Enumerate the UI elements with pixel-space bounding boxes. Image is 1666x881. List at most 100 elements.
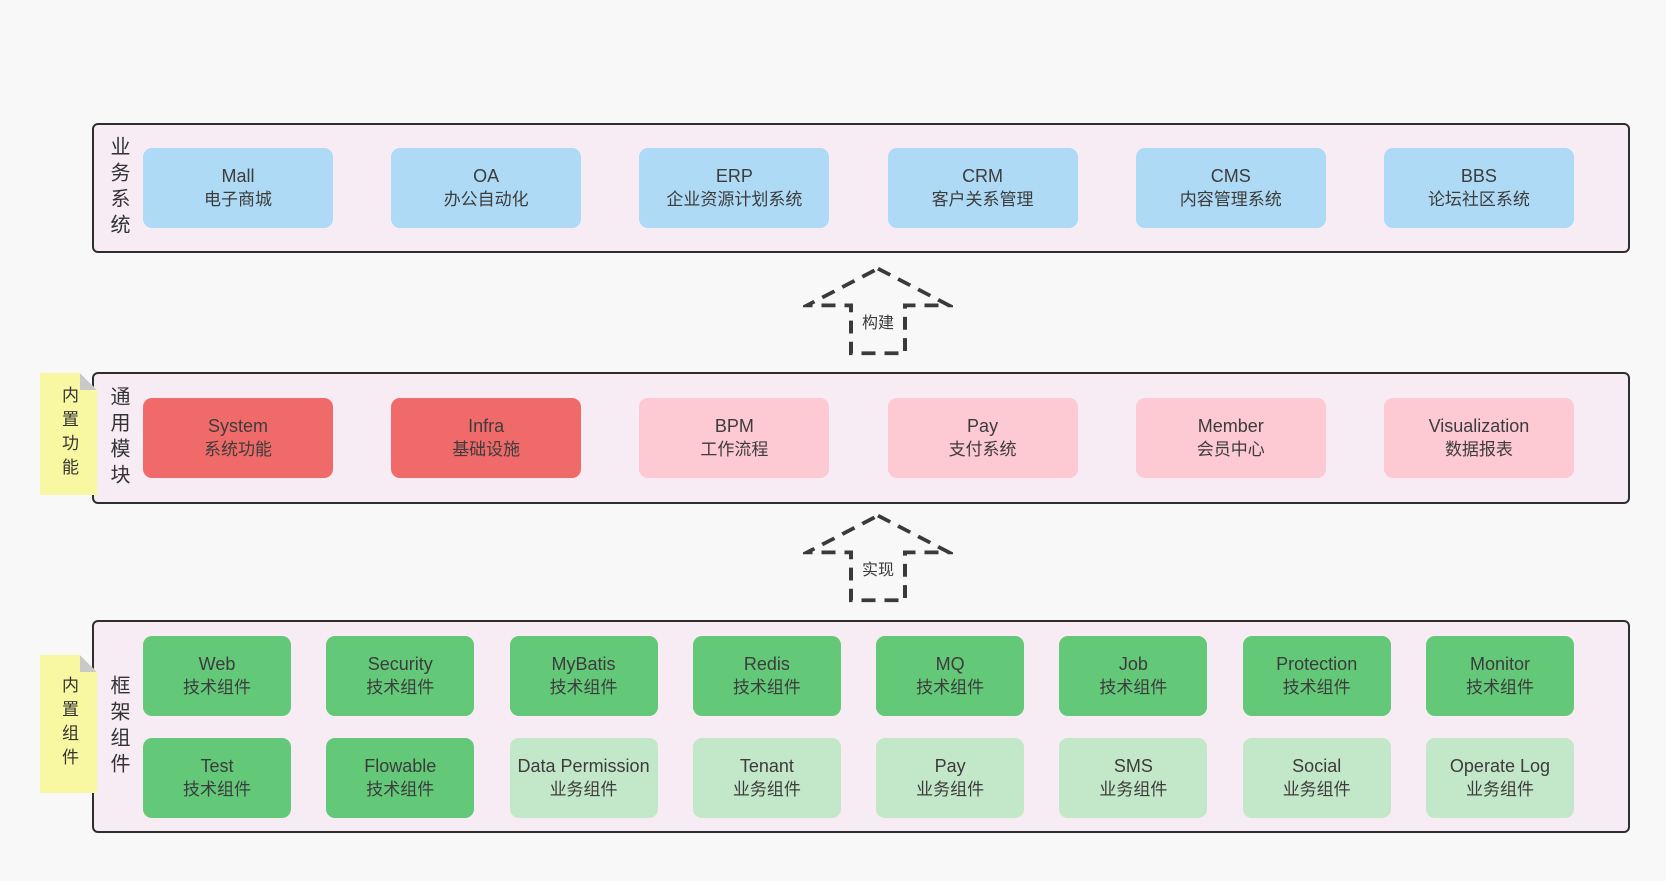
box-subtitle: 业务组件 bbox=[732, 779, 801, 799]
box-row: Mall 电子商城 OA 办公自动化 ERP 企业资源计划系统 CRM 客户关系管理 CMS 内容… bbox=[143, 148, 1574, 228]
box-title: CMS bbox=[1210, 166, 1251, 186]
box-security: Security 技术组件 bbox=[326, 635, 475, 716]
box-title: BBS bbox=[1460, 166, 1497, 186]
box-title: Tenant bbox=[739, 755, 794, 776]
box-cms: CMS 内容管理系统 bbox=[1135, 148, 1326, 228]
box-subtitle: 业务组件 bbox=[1099, 779, 1168, 799]
box-title: Monitor bbox=[1469, 653, 1530, 674]
band-boxes-common-modules: System 系统功能 Infra 基础设施 BPM 工作流程 Pay 支付系统 Member 会… bbox=[143, 374, 1628, 502]
box-subtitle: 内容管理系统 bbox=[1179, 190, 1282, 209]
box-oa: OA 办公自动化 bbox=[391, 148, 582, 228]
box-subtitle: 会员中心 bbox=[1196, 440, 1265, 459]
box-subtitle: 技术组件 bbox=[183, 677, 251, 697]
arrow-implement: 实现 bbox=[803, 511, 953, 603]
box-title: System bbox=[207, 416, 268, 436]
box-title: SMS bbox=[1113, 755, 1153, 776]
sticky-note-builtin-components: 内置组件 bbox=[40, 655, 97, 793]
box-mall: Mall 电子商城 bbox=[143, 148, 333, 228]
box-bpm: BPM 工作流程 bbox=[639, 398, 830, 478]
box-web: Web 技术组件 bbox=[143, 635, 291, 716]
box-subtitle: 客户关系管理 bbox=[931, 190, 1034, 209]
box-subtitle: 企业资源计划系统 bbox=[666, 190, 803, 209]
box-subtitle: 电子商城 bbox=[204, 190, 272, 209]
box-subtitle: 技术组件 bbox=[916, 677, 985, 697]
box-subtitle: 业务组件 bbox=[549, 779, 618, 799]
box-title: Redis bbox=[743, 653, 790, 674]
band-label-common-modules: 通用模块 bbox=[107, 386, 129, 490]
box-subtitle: 技术组件 bbox=[549, 677, 618, 697]
box-row: System 系统功能 Infra 基础设施 BPM 工作流程 Pay 支付系统 Member 会… bbox=[143, 398, 1574, 478]
band-common-modules: 通用模块 System 系统功能 Infra 基础设施 BPM 工作流程 Pay 支付系统 Me… bbox=[92, 372, 1630, 504]
box-subtitle: 技术组件 bbox=[732, 677, 801, 697]
box-tenant: Tenant 业务组件 bbox=[692, 737, 841, 818]
box-title: Security bbox=[367, 653, 433, 674]
box-title: ERP bbox=[715, 166, 753, 186]
box-test: Test 技术组件 bbox=[143, 737, 291, 818]
band-business-systems: 业务系统 Mall 电子商城 OA 办公自动化 ERP 企业资源计划系统 CRM 客户关系管理… bbox=[92, 123, 1630, 253]
box-subtitle: 办公自动化 bbox=[443, 190, 529, 209]
box-subtitle: 技术组件 bbox=[366, 677, 435, 697]
box-title: Test bbox=[200, 755, 234, 776]
arrow-implement-label: 实现 bbox=[858, 555, 898, 581]
box-job: Job 技术组件 bbox=[1059, 635, 1208, 716]
box-title: Data Permission bbox=[517, 755, 650, 776]
arrow-build: 构建 bbox=[803, 264, 953, 356]
sticky-note-builtin-features-label: 内置功能 bbox=[59, 386, 78, 482]
box-subtitle: 系统功能 bbox=[204, 440, 272, 459]
box-mq: MQ 技术组件 bbox=[876, 635, 1025, 716]
box-subtitle: 技术组件 bbox=[1282, 677, 1351, 697]
box-erp: ERP 企业资源计划系统 bbox=[639, 148, 830, 228]
box-subtitle: 数据报表 bbox=[1444, 440, 1513, 459]
box-sms: SMS 业务组件 bbox=[1059, 737, 1208, 818]
box-title: Operate Log bbox=[1449, 755, 1550, 776]
box-title: Pay bbox=[967, 416, 999, 436]
box-title: BPM bbox=[714, 416, 754, 436]
sticky-note-builtin-components-label: 内置组件 bbox=[59, 676, 78, 772]
band-boxes-business-systems: Mall 电子商城 OA 办公自动化 ERP 企业资源计划系统 CRM 客户关系管理 CMS 内容… bbox=[143, 125, 1628, 251]
box-subtitle: 技术组件 bbox=[366, 779, 435, 799]
box-title: Flowable bbox=[364, 755, 437, 776]
box-protection: Protection 技术组件 bbox=[1242, 635, 1391, 716]
box-title: MQ bbox=[935, 653, 965, 674]
box-subtitle: 业务组件 bbox=[916, 779, 985, 799]
box-pay: Pay 支付系统 bbox=[887, 398, 1078, 478]
box-title: Member bbox=[1197, 416, 1264, 436]
sticky-note-builtin-features: 内置功能 bbox=[40, 373, 97, 495]
box-title: Web bbox=[198, 653, 236, 674]
box-subtitle: 支付系统 bbox=[948, 440, 1017, 459]
box-title: Mall bbox=[221, 166, 255, 186]
box-title: Social bbox=[1292, 755, 1342, 776]
box-title: CRM bbox=[962, 166, 1004, 186]
box-title: Pay bbox=[934, 755, 966, 776]
box-crm: CRM 客户关系管理 bbox=[887, 148, 1078, 228]
box-member: Member 会员中心 bbox=[1135, 398, 1326, 478]
box-subtitle: 技术组件 bbox=[1465, 677, 1534, 697]
arrow-build-label: 构建 bbox=[858, 308, 898, 334]
band-label-business-systems: 业务系统 bbox=[107, 136, 129, 240]
box-title: OA bbox=[473, 166, 500, 186]
box-title: Protection bbox=[1276, 653, 1358, 674]
box-redis: Redis 技术组件 bbox=[692, 635, 841, 716]
box-bbs: BBS 论坛社区系统 bbox=[1383, 148, 1574, 228]
box-subtitle: 论坛社区系统 bbox=[1427, 190, 1530, 209]
box-title: Job bbox=[1118, 653, 1148, 674]
box-subtitle: 技术组件 bbox=[183, 779, 251, 799]
box-subtitle: 技术组件 bbox=[1099, 677, 1168, 697]
box-visualization: Visualization 数据报表 bbox=[1383, 398, 1574, 478]
box-flowable: Flowable 技术组件 bbox=[326, 737, 475, 818]
box-infra: Infra 基础设施 bbox=[391, 398, 582, 478]
box-system: System 系统功能 bbox=[143, 398, 333, 478]
box-title: Infra bbox=[468, 416, 505, 436]
box-pay: Pay 业务组件 bbox=[876, 737, 1025, 818]
box-subtitle: 基础设施 bbox=[452, 440, 521, 459]
box-title: Visualization bbox=[1428, 416, 1530, 436]
box-subtitle: 工作流程 bbox=[700, 440, 769, 459]
box-data-permission: Data Permission 业务组件 bbox=[509, 737, 658, 818]
box-monitor: Monitor 技术组件 bbox=[1425, 635, 1574, 716]
